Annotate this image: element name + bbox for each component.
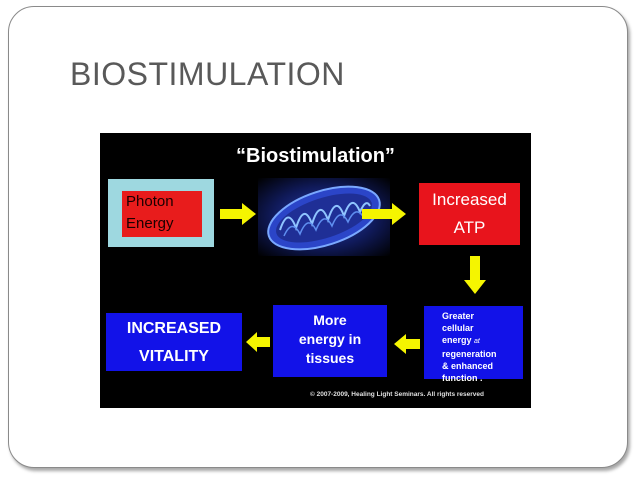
yellow-arrow-icon [246,332,270,352]
tissues-energy-box: More energy in tissues [273,305,387,377]
energy-line6: function . [442,373,483,383]
energy-line5: & enhanced [442,361,494,371]
energy-label: Energy [126,215,174,232]
energy-line3-text: energy [442,335,472,345]
biostimulation-diagram: “Biostimulation” Photon Energy Increased… [100,133,531,408]
cellular-energy-box: Greater cellular energy at regeneration … [424,306,523,383]
energy-line4: regeneration [442,349,497,359]
energy-line3: energy at [442,334,523,348]
atp-line1: Increased [432,190,507,209]
energy-line2: cellular [442,323,474,333]
tissues-line3: tissues [305,350,355,366]
slide-title: BIOSTIMULATION [70,56,345,92]
tissues-line1: More [313,312,347,328]
vitality-line2: VITALITY [139,348,209,365]
mitochondrion-icon [267,185,381,251]
yellow-arrow-icon [394,334,420,354]
energy-line1: Greater [442,311,475,321]
yellow-arrow-icon [464,256,486,294]
increased-atp-box: Increased ATP [419,183,520,245]
vitality-line1: INCREASED [126,320,222,337]
copyright-notice: © 2007-2009, Healing Light Seminars. All… [310,391,484,398]
yellow-arrow-icon [220,203,256,225]
photon-energy-inner: Photon Energy [122,191,202,237]
yellow-arrow-icon [362,203,406,225]
diagram-title: “Biostimulation” [236,145,395,167]
photon-energy-box: Photon Energy [108,179,214,247]
energy-line3-suffix: at [474,338,480,345]
mitochondrion-image [258,178,390,256]
atp-line2: ATP [453,218,486,237]
photon-label: Photon [126,193,174,210]
tissues-line2: energy in [298,331,362,347]
increased-vitality-box: INCREASED VITALITY [106,313,242,371]
